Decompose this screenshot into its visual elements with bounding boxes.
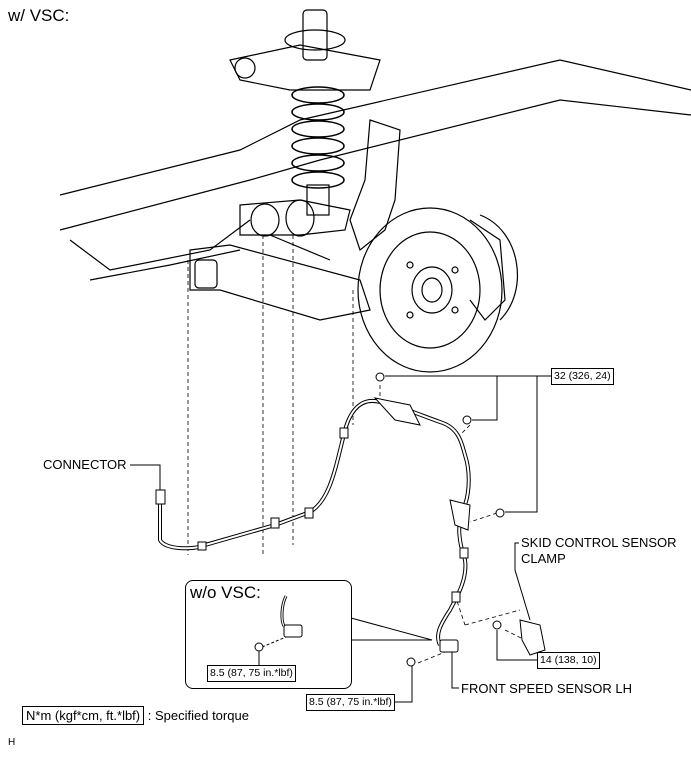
footer-mark: H	[8, 737, 16, 748]
heading-without-vsc: w/o VSC:	[190, 583, 261, 602]
heading-with-vsc: w/ VSC:	[8, 6, 70, 25]
torque-legend: N*m (kgf*cm, ft.*lbf) : Specified torque	[22, 706, 249, 725]
torque-sensor-bolt-no-vsc: 8.5 (87, 75 in.*lbf)	[207, 665, 296, 682]
connector-label: CONNECTOR	[43, 457, 127, 472]
sensor-no-vsc-drawing	[254, 595, 303, 666]
torque-bracket-bolts: 32 (326, 24)	[551, 368, 614, 385]
torque-sensor-bolt: 8.5 (87, 75 in.*lbf)	[306, 694, 395, 711]
connector-part	[155, 489, 166, 505]
skid-control-sensor-clamp-label: SKID CONTROL SENSOR	[521, 535, 677, 550]
torque-clamp-bolt: 14 (138, 10)	[537, 652, 600, 669]
front-speed-sensor-label: FRONT SPEED SENSOR LH	[461, 681, 632, 696]
speed-sensor-part	[439, 639, 459, 653]
without-vsc-inset: w/o VSC: 8.5 (87, 75 in.*lbf)	[185, 580, 352, 689]
legend-unit-box: N*m (kgf*cm, ft.*lbf)	[22, 706, 145, 725]
legend-text: : Specified torque	[147, 708, 249, 723]
skid-control-sensor-clamp-label-2: CLAMP	[521, 551, 566, 566]
